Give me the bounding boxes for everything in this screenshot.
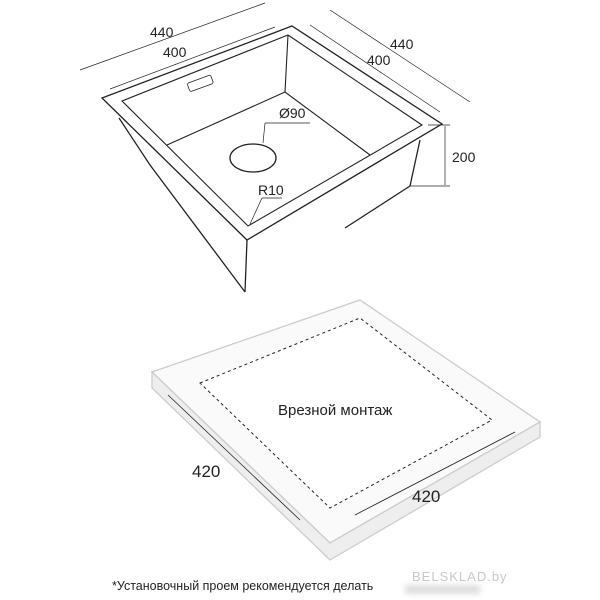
cutout-label: Врезной монтаж: [278, 402, 393, 419]
dim-outer-width: 440: [150, 24, 174, 40]
dim-corner-radius: R10: [258, 182, 284, 198]
watermark: BELSKLAD.by: [412, 569, 508, 584]
cutout-dimension-lines: [167, 394, 516, 521]
dim-height: 200: [452, 149, 476, 165]
dim-drain-diameter: Ø90: [279, 105, 306, 121]
dim-inner-width: 400: [163, 44, 187, 60]
countertop-edge: [151, 370, 541, 561]
drain-hole: [229, 143, 277, 173]
logo-plate: [187, 75, 214, 92]
sink-rim-outer: [100, 25, 444, 241]
sink-body-left: [118, 117, 246, 293]
cutout-outline: [199, 317, 493, 509]
dim-cutout-depth: 420: [412, 487, 441, 506]
sink-body-right: [409, 139, 421, 187]
dimension-lines: [79, 2, 471, 225]
sink-body-front: [244, 239, 248, 293]
sink-body-bottom-right: [344, 185, 411, 229]
sink-rim-inner: [121, 34, 424, 227]
bowl-floor-edges: [166, 91, 371, 156]
dim-outer-depth: 440: [390, 36, 414, 52]
bowl-back-corner: [284, 34, 289, 93]
blurred-text: [405, 585, 480, 594]
footnote: *Установочный проем рекомендуется делать: [112, 579, 374, 593]
dim-cutout-width: 420: [192, 462, 221, 481]
dim-inner-depth: 400: [367, 52, 391, 68]
